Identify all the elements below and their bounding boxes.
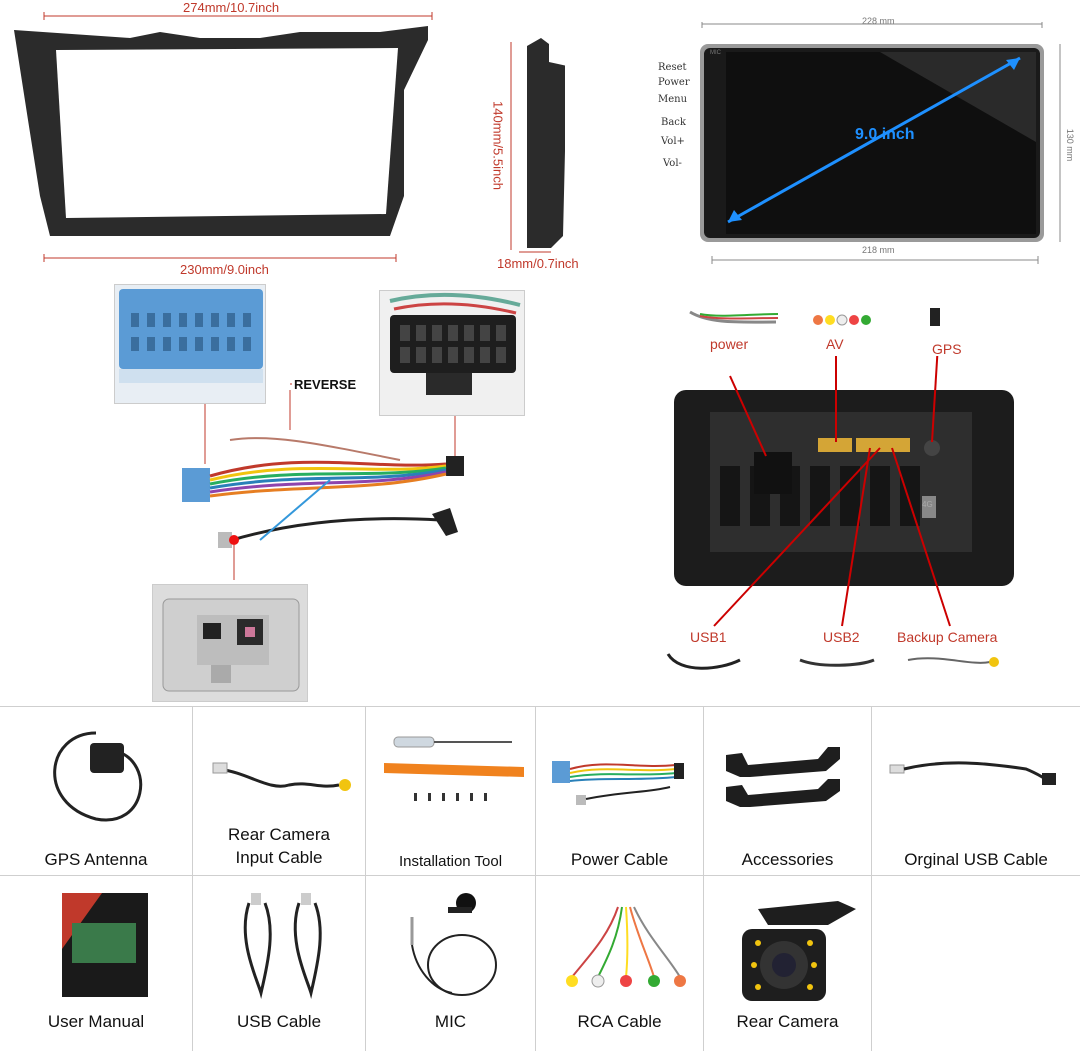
rear-camera-input-cable-cell: Rear Camera Input Cable (193, 707, 366, 875)
rear-camera-label: Rear Camera (736, 1012, 839, 1031)
user-manual-label: User Manual (47, 1012, 145, 1031)
camera-input-cable-icon (212, 762, 351, 791)
back-panel-drawing (674, 356, 1014, 627)
user-manual-icon (62, 893, 148, 997)
reverse-label: REVERSE (294, 377, 357, 392)
mounting-brackets-icon (726, 747, 840, 807)
installation-tool-cell: Installation Tool (366, 707, 536, 875)
av-port-label: AV (826, 336, 844, 352)
gray-connector-icon (162, 598, 300, 692)
power-port-label: power (710, 336, 749, 352)
vol-up-button-label: Vol+ (661, 136, 685, 147)
accessories-label: Accessories (741, 850, 834, 869)
usb1-port-label: USB1 (690, 629, 727, 645)
rear-camera-input-cable-label: Rear Camera Input Cable (227, 825, 331, 867)
4g-port-label: 4G (922, 500, 933, 509)
frame-bottom-dimension: 230mm/9.0inch (180, 262, 269, 277)
gps-antenna-cell: GPS Antenna (0, 707, 193, 875)
rca-cable-icon (566, 906, 686, 988)
usb-cable-label: USB Cable (236, 1012, 322, 1031)
gps-antenna-label: GPS Antenna (44, 850, 148, 869)
screen-side-buttons: Reset Power Menu Back Vol+ Vol- (658, 62, 708, 182)
menu-button-label: Menu (658, 94, 688, 105)
user-manual-cell: User Manual (0, 875, 193, 1051)
original-usb-cable-label: Orginal USB Cable (904, 850, 1048, 869)
row-divider (0, 875, 1080, 876)
screen-bottom-width: 218 mm (862, 245, 895, 255)
original-usb-cable-cell: Orginal USB Cable (872, 707, 1080, 875)
installation-tool-icon (384, 736, 524, 801)
screen-top-width: 228 mm (862, 16, 895, 26)
black-connector-photo (379, 290, 525, 416)
usb2-port-label: USB2 (823, 629, 860, 645)
gps-port-label: GPS (932, 341, 962, 357)
power-cable-cell: Power Cable (536, 707, 704, 875)
cable-thumbnails-bottom (666, 653, 999, 670)
screen-mic-tag: MIC (710, 50, 721, 56)
screen-drawing (700, 22, 1061, 264)
frame-top-dimension: 274mm/10.7inch (183, 0, 280, 15)
rca-cable-label: RCA Cable (577, 1012, 662, 1031)
frame-side-height: 140mm/5.5inch (490, 101, 506, 190)
rear-camera-cell: Rear Camera (704, 875, 872, 1051)
frame-side-profile (510, 38, 565, 253)
installation-tool-label: Installation Tool (398, 853, 503, 870)
back-button-label: Back (661, 117, 686, 128)
usb-cable-icon (243, 893, 322, 999)
reset-button-label: Reset (658, 62, 687, 73)
black-connector-icon (389, 292, 521, 395)
power-cable-icon (552, 761, 684, 805)
dash-frame-drawing (14, 12, 433, 262)
usb-cable-cell: USB Cable (193, 875, 366, 1051)
mic-label: MIC (434, 1012, 467, 1031)
power-button-label: Power (658, 77, 690, 88)
harness-wiring (182, 383, 464, 580)
accessories-cell: Accessories (704, 707, 872, 875)
blue-connector-icon (119, 289, 263, 383)
gray-connector-photo (152, 584, 308, 702)
power-cable-label: Power Cable (570, 850, 669, 869)
original-usb-cable-icon (889, 761, 1056, 785)
gps-antenna-icon (53, 731, 143, 822)
screen-diagonal: 9.0 inch (855, 126, 915, 143)
backup-camera-port-label: Backup Camera (897, 629, 998, 645)
mic-cell: MIC (366, 875, 536, 1051)
microphone-icon (410, 893, 497, 996)
screen-height: 130 mm (1065, 128, 1075, 162)
rear-camera-icon (742, 901, 856, 1001)
frame-side-depth: 18mm/0.7inch (497, 256, 579, 271)
accessories-grid: GPS Antenna Rear Camera Input Cable Inst… (0, 706, 1080, 1051)
vol-down-button-label: Vol- (663, 158, 682, 169)
rca-cable-cell: RCA Cable (536, 875, 704, 1051)
blue-connector-photo (114, 284, 266, 404)
cable-thumbnails-top (689, 308, 940, 326)
